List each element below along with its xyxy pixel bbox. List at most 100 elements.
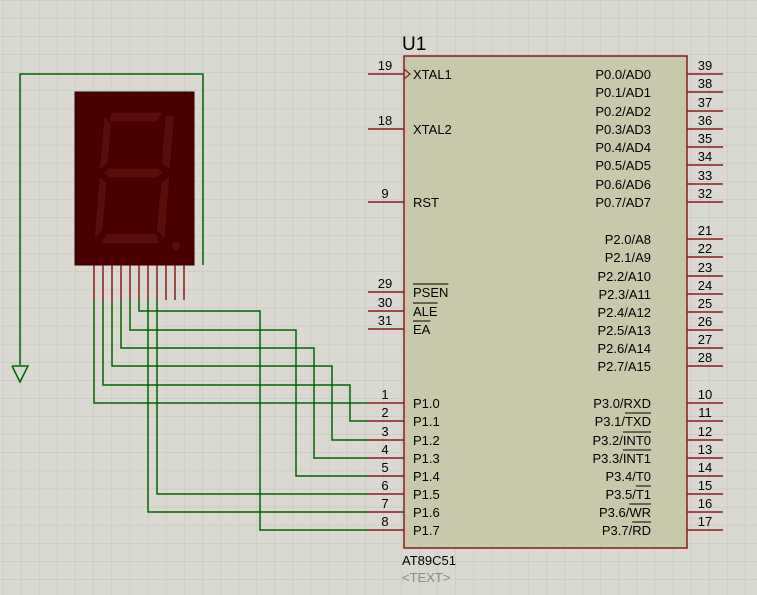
- wire-p1-4[interactable]: [129, 300, 368, 477]
- pin-left-1[interactable]: 1P1.0: [368, 387, 440, 411]
- pin-left-4[interactable]: 4P1.3: [368, 442, 440, 466]
- pin-label: XTAL1: [413, 67, 452, 82]
- pin-number: 16: [698, 496, 712, 511]
- pin-number: 13: [698, 442, 712, 457]
- wire-p1-0[interactable]: [93, 300, 368, 404]
- pin-number: 12: [698, 424, 712, 439]
- pin-number: 1: [381, 387, 388, 402]
- component-text-placeholder[interactable]: <TEXT>: [402, 570, 450, 585]
- pin-label: P3.1/TXD: [595, 414, 651, 429]
- pin-number: 11: [698, 405, 712, 420]
- pin-label: P2.0/A8: [605, 232, 651, 247]
- pin-number: 9: [381, 186, 388, 201]
- component-part[interactable]: AT89C51: [402, 553, 456, 568]
- pin-number: 6: [381, 478, 388, 493]
- wire-p1-2[interactable]: [111, 300, 368, 441]
- right-pins: 39P0.0/AD038P0.1/AD137P0.2/AD236P0.3/AD3…: [592, 58, 723, 538]
- pin-left-3[interactable]: 3P1.2: [368, 424, 440, 448]
- pin-label: PSEN: [413, 285, 448, 300]
- display-pins: [93, 265, 185, 300]
- pin-label: P2.6/A14: [598, 341, 652, 356]
- common-wire[interactable]: [19, 73, 204, 365]
- component-ref[interactable]: U1: [402, 34, 426, 55]
- wire-p1-7[interactable]: [138, 300, 368, 531]
- pin-label: XTAL2: [413, 122, 452, 137]
- ground-symbol[interactable]: [11, 365, 30, 384]
- pin-label: P2.3/A11: [598, 287, 651, 302]
- pin-number: 37: [698, 95, 712, 110]
- port1-wires[interactable]: [93, 300, 368, 531]
- microcontroller-u1[interactable]: U1 AT89C51 <TEXT> 19XTAL118XTAL29RST29PS…: [368, 34, 723, 585]
- pin-number: 8: [381, 514, 388, 529]
- pin-left-8[interactable]: 8P1.7: [368, 514, 440, 538]
- pin-left-2[interactable]: 2P1.1: [368, 405, 440, 429]
- pin-number: 23: [698, 260, 712, 275]
- pin-number: 5: [381, 460, 388, 475]
- pin-number: 7: [381, 496, 388, 511]
- wire-p1-3[interactable]: [120, 300, 368, 459]
- pin-label: P2.1/A9: [605, 250, 651, 265]
- pin-number: 34: [698, 149, 712, 164]
- pin-label: P0.6/AD6: [595, 177, 651, 192]
- pin-label: P2.7/A15: [598, 359, 652, 374]
- pin-label: P1.4: [413, 469, 440, 484]
- pin-label: RST: [413, 195, 439, 210]
- clock-marker: [403, 68, 411, 80]
- pin-label: P3.5/T1: [605, 487, 651, 502]
- wire-p1-6[interactable]: [147, 300, 368, 513]
- seven-segment-display[interactable]: [74, 91, 195, 300]
- pin-label: P3.4/T0: [605, 469, 651, 484]
- pin-label: P0.2/AD2: [595, 104, 651, 119]
- pin-label: P3.3/INT1: [592, 451, 651, 466]
- pin-number: 21: [698, 223, 712, 238]
- segment-e: [93, 175, 108, 242]
- pin-number: 2: [381, 405, 388, 420]
- pin-label: P2.4/A12: [598, 305, 652, 320]
- segment-a: [107, 111, 164, 123]
- pin-number: 27: [698, 332, 712, 347]
- pin-label: P0.0/AD0: [595, 67, 651, 82]
- wire-p1-5[interactable]: [156, 300, 368, 495]
- pin-left-7[interactable]: 7P1.6: [368, 496, 440, 520]
- wire-p1-1[interactable]: [102, 300, 368, 422]
- pin-left-6[interactable]: 6P1.5: [368, 478, 440, 502]
- segment-b: [160, 114, 176, 171]
- pin-left-5[interactable]: 5P1.4: [368, 460, 440, 484]
- pin-label: P3.6/WR: [599, 505, 651, 520]
- pin-number: 14: [698, 460, 712, 475]
- pin-number: 15: [698, 478, 712, 493]
- segment-dp: [170, 240, 182, 252]
- pin-label: P1.0: [413, 396, 440, 411]
